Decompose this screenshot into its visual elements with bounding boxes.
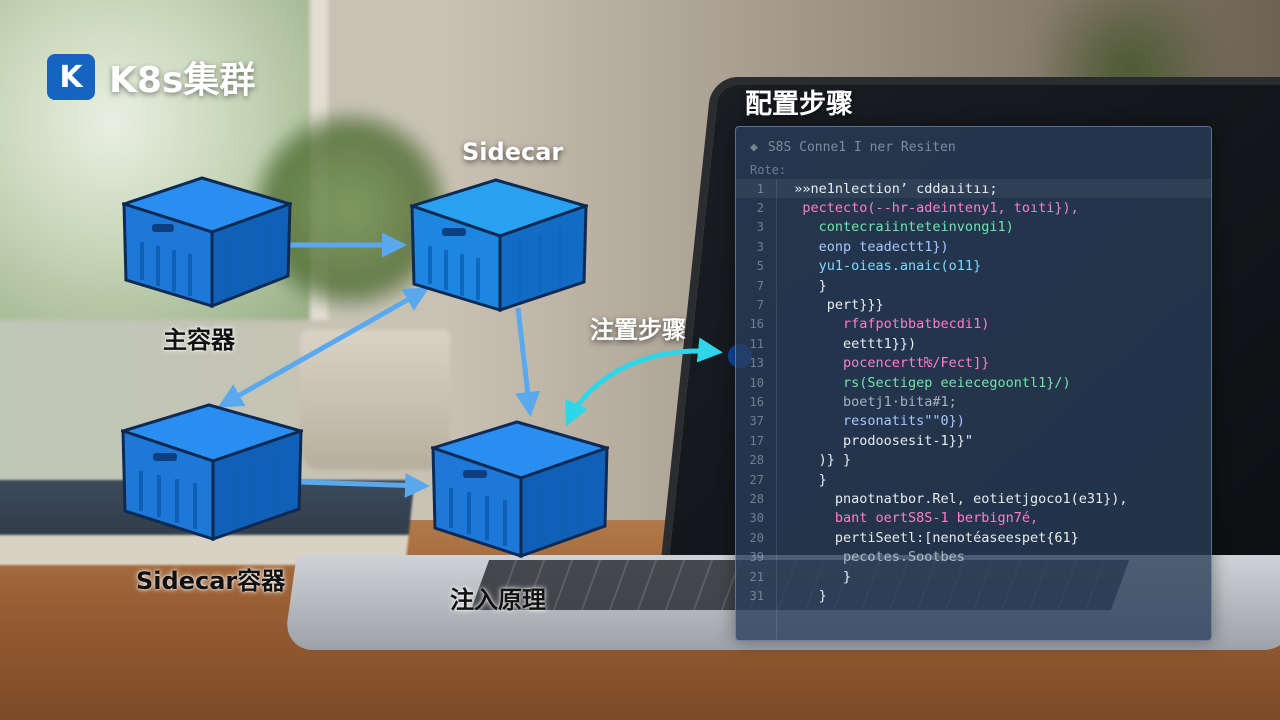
code-text: yu1-oieas.anaic(o11} [778, 258, 982, 275]
code-text: pnaotnatbor.Rel, eotietjgoco1(e31}), [778, 490, 1128, 507]
sidecar-box-icon [410, 178, 588, 312]
line-number: 28 [749, 491, 764, 506]
code-line: 3 contecraiinteteinvongi1) [736, 218, 1211, 237]
code-lines: 1 »»ne1nlection’ cddaıitıı;2 pectecto(--… [736, 179, 1211, 606]
code-text: pocencertt₨/Fect]} [778, 355, 990, 372]
line-number: 21 [749, 569, 764, 584]
line-number: 13 [749, 356, 764, 371]
line-number: 16 [749, 317, 764, 332]
logo-letter: K [59, 59, 83, 95]
code-line: 21 } [736, 567, 1211, 586]
line-number: 2 [756, 201, 764, 216]
code-line: 28 )} } [736, 450, 1211, 469]
code-text: »»ne1nlection’ cddaıitıı; [778, 180, 998, 197]
code-text: pertiSeetl:[nenotéaseespet{61} [778, 529, 1079, 546]
sidecar-container-box-icon [121, 403, 303, 541]
code-text: )} } [778, 452, 852, 469]
line-number: 16 [749, 394, 764, 409]
panel-header-text: S8S Conne1 I ner Resiten [767, 139, 956, 155]
line-number: 37 [749, 414, 764, 429]
line-number: 27 [749, 472, 764, 487]
code-text: boetj1·bita#1; [778, 393, 957, 410]
code-text: pectecto(--hr-adeinteny1, toıti}), [778, 200, 1079, 217]
code-line: 10 rs(Sectigep eeiecegoontl1}/) [736, 373, 1211, 392]
code-line: 7 } [736, 276, 1211, 295]
code-line: 3 eonp teadectt1}) [736, 237, 1211, 256]
panel-subheader: Rote: [750, 163, 787, 177]
injection-steps-label: 注置步骤 [590, 316, 686, 344]
code-text: eonp teadectt1}) [778, 238, 949, 255]
code-line: 17 prodoosesit-1}}" [736, 431, 1211, 450]
code-line: 16 boetj1·bita#1; [736, 392, 1211, 411]
code-text: rfafpotbbatbecdi1) [778, 316, 990, 333]
injection-principle-label: 注入原理 [450, 586, 546, 614]
diamond-icon: ◆ [750, 139, 758, 155]
code-text: } [778, 587, 827, 604]
code-line: 20 pertiSeetl:[nenotéaseespet{61} [736, 528, 1211, 547]
code-text: pert}}} [778, 297, 884, 314]
sidecar-container-label: Sidecar容器 [136, 567, 286, 595]
code-line: 16 rfafpotbbatbecdi1) [736, 315, 1211, 334]
code-line: 11 eettt1}}) [736, 334, 1211, 353]
code-text: } [778, 277, 827, 294]
code-text: contecraiinteteinvongi1) [778, 219, 1014, 236]
code-line: 39 pecotes.Sootbes [736, 547, 1211, 566]
code-line: 27 } [736, 470, 1211, 489]
line-number: 7 [756, 278, 764, 293]
code-text: bant oertS8S-1 berbign7é, [778, 510, 1039, 527]
code-line: 2 pectecto(--hr-adeinteny1, toıti}), [736, 198, 1211, 217]
line-number: 5 [756, 259, 764, 274]
line-number: 39 [749, 550, 764, 565]
k8s-logo-icon: K [47, 54, 95, 100]
code-line: 5 yu1-oieas.anaic(o11} [736, 257, 1211, 276]
line-number: 11 [749, 336, 764, 351]
main-container-label: 主容器 [163, 326, 235, 354]
code-line: 1 »»ne1nlection’ cddaıitıı; [736, 179, 1211, 199]
injection-box-icon [431, 420, 609, 558]
line-number: 3 [756, 239, 764, 254]
line-number: 28 [749, 453, 764, 468]
panel-header: ◆ S8S Conne1 I ner Resiten [736, 127, 1211, 167]
main-container-box-icon [122, 176, 292, 308]
line-number: 20 [749, 530, 764, 545]
config-steps-title: 配置步骤 [745, 89, 853, 120]
line-number: 31 [749, 588, 764, 603]
app-logo: K K8s集群 [47, 51, 255, 103]
config-code-panel: ◆ S8S Conne1 I ner Resiten Rote: 1 »»ne1… [735, 126, 1212, 641]
code-line: 31 } [736, 586, 1211, 605]
code-text: rs(Sectigep eeiecegoontl1}/) [778, 374, 1071, 391]
code-text: eettt1}}) [778, 335, 917, 352]
code-text: } [778, 568, 852, 585]
sidecar-label: Sidecar [462, 138, 564, 166]
background-pot [300, 330, 450, 470]
code-line: 7 pert}}} [736, 295, 1211, 314]
line-number: 10 [749, 375, 764, 390]
line-number: 7 [756, 298, 764, 313]
code-gutter [776, 179, 777, 640]
code-line: 37 resonatits""0}) [736, 412, 1211, 431]
code-line: 13 pocencertt₨/Fect]} [736, 354, 1211, 373]
code-text: prodoosesit-1}}" [778, 432, 974, 449]
line-number: 3 [756, 220, 764, 235]
code-text: resonatits""0}) [778, 413, 965, 430]
code-text: } [778, 471, 827, 488]
code-text: pecotes.Sootbes [778, 549, 965, 566]
line-number: 17 [749, 433, 764, 448]
cluster-title: K8s集群 [109, 60, 256, 101]
line-number: 30 [749, 511, 764, 526]
line-number: 1 [756, 181, 764, 196]
code-line: 28 pnaotnatbor.Rel, eotietjgoco1(e31}), [736, 489, 1211, 508]
code-line: 30 bant oertS8S-1 berbign7é, [736, 509, 1211, 528]
